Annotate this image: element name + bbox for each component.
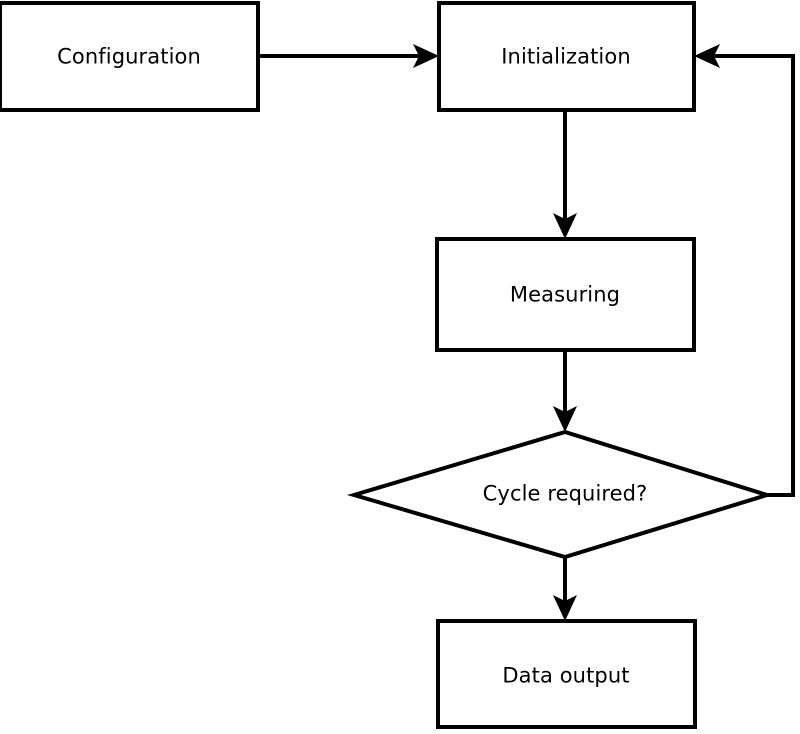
edge-polyline	[704, 54, 795, 497]
node-shape-configuration[interactable]	[0, 1, 260, 112]
arrowhead-right-icon	[413, 44, 439, 68]
arrowhead-down-icon	[553, 406, 577, 432]
arrowhead-left-icon	[694, 44, 720, 68]
node-shape-initialization[interactable]	[437, 1, 696, 112]
arrowhead-down-icon	[553, 595, 577, 621]
node-shape-cycle-required[interactable]	[346, 429, 774, 560]
node-shape-measuring[interactable]	[435, 237, 696, 352]
edge-measuring-to-cycle-required	[553, 350, 577, 432]
edge-cycle-required-to-data-output	[553, 557, 577, 621]
edge-initialization-to-measuring	[553, 110, 577, 239]
edge-configuration-to-initialization	[258, 44, 439, 68]
arrowhead-down-icon	[553, 213, 577, 239]
edge-cycle-required-to-initialization-feedback	[694, 44, 795, 497]
node-shape-data-output[interactable]	[436, 619, 697, 729]
